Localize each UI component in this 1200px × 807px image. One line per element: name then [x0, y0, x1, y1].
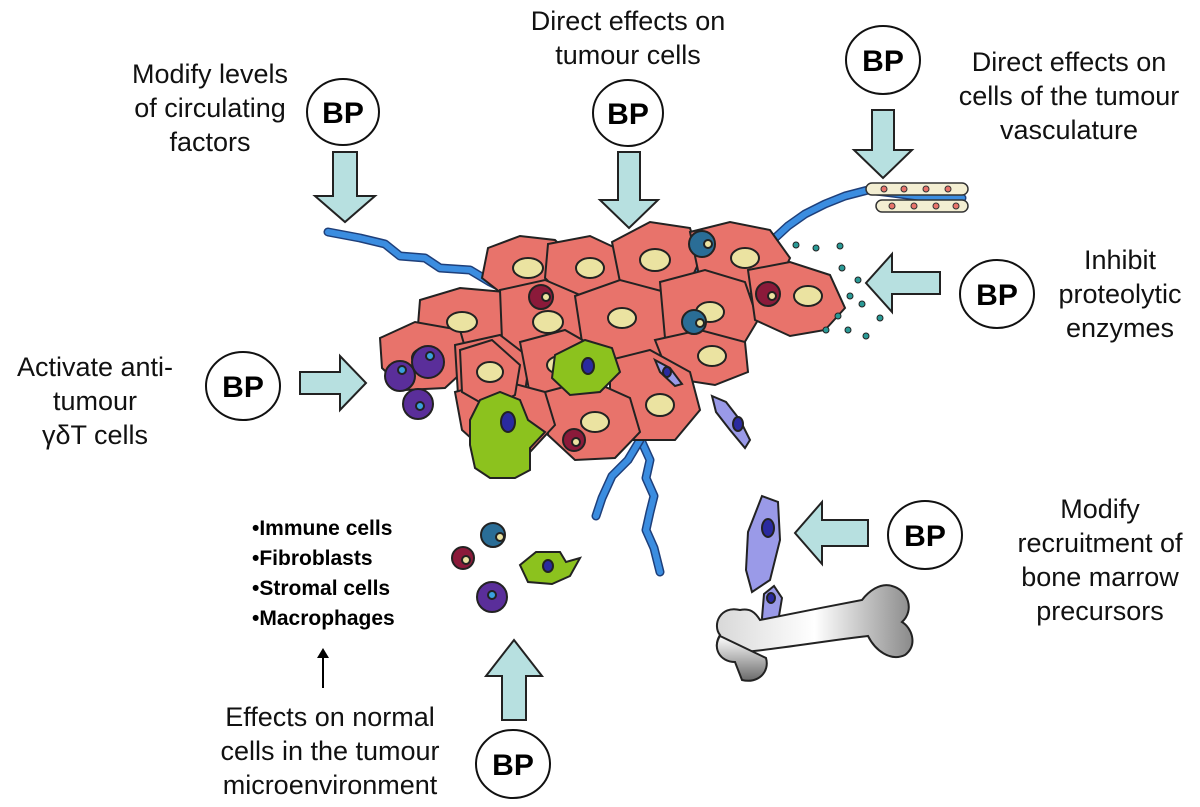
- arrow-left-bone-marrow: [793, 499, 869, 567]
- svg-text:BP: BP: [862, 45, 904, 78]
- macrophage-cells: [469, 338, 622, 479]
- label-vasculature: Direct effects on cells of the tumour va…: [958, 47, 1180, 145]
- arrow-down-vasculature: [851, 109, 915, 180]
- bp-circle-gdt: BP: [205, 351, 281, 421]
- bp-circle-circulating: BP: [306, 78, 380, 146]
- svg-text:BP: BP: [492, 749, 534, 782]
- list-item: •Immune cells: [252, 517, 393, 540]
- gamma-delta-t-cells: [384, 345, 445, 420]
- bp-circle-proteolytic: BP: [959, 259, 1035, 329]
- bp-circle-tumour-cells: BP: [592, 79, 664, 147]
- arrow-down-circulating: [312, 151, 378, 224]
- svg-text:BP: BP: [222, 371, 264, 404]
- bp-circle-bone-marrow: BP: [887, 500, 963, 570]
- arrows: [299, 109, 941, 721]
- vasculature-endothelial-cells: [865, 182, 969, 213]
- proteolytic-enzyme-dots: [792, 241, 884, 340]
- svg-text:BP: BP: [976, 279, 1018, 312]
- small-up-arrow: [317, 648, 329, 688]
- bone-icon: [715, 584, 914, 682]
- normal-cell-type-list: •Immune cells •Fibroblasts •Stromal cell…: [252, 514, 395, 634]
- arrow-down-tumour-cells: [597, 151, 661, 230]
- svg-text:BP: BP: [904, 520, 946, 553]
- svg-text:BP: BP: [322, 97, 364, 130]
- bp-circle-normal-cells: BP: [475, 729, 551, 799]
- list-item: •Stromal cells: [252, 577, 391, 600]
- label-tumour-cells: Direct effects on tumour cells: [530, 6, 726, 70]
- teal-immune-cells: [681, 230, 716, 335]
- label-normal-cells: Effects on normal cells in the tumour mi…: [220, 702, 440, 800]
- bone-marrow-precursor-cells: [653, 357, 784, 634]
- bp-circle-vasculature: BP: [845, 25, 921, 95]
- label-gamma-delta-t-cells: Activate anti- tumour γδT cells: [16, 352, 174, 450]
- label-circulating-factors: Modify levels of circulating factors: [131, 59, 289, 157]
- bp-circles: BP BP BP BP BP BP BP: [205, 25, 1035, 799]
- tumour-cell-mass: [378, 220, 847, 462]
- label-proteolytic: Inhibit proteolytic enzymes: [1058, 245, 1182, 343]
- dark-red-immune-cells: [528, 281, 781, 452]
- arrow-right-gdt: [299, 353, 368, 413]
- svg-text:BP: BP: [607, 98, 649, 131]
- arrow-up-normal-cells: [483, 638, 545, 721]
- label-bone-marrow: Modify recruitment of bone marrow precur…: [1017, 494, 1183, 626]
- normal-microenvironment-cells: [451, 522, 583, 613]
- list-item: •Macrophages: [252, 607, 395, 630]
- arrow-left-proteolytic: [864, 251, 941, 315]
- list-item: •Fibroblasts: [252, 547, 373, 570]
